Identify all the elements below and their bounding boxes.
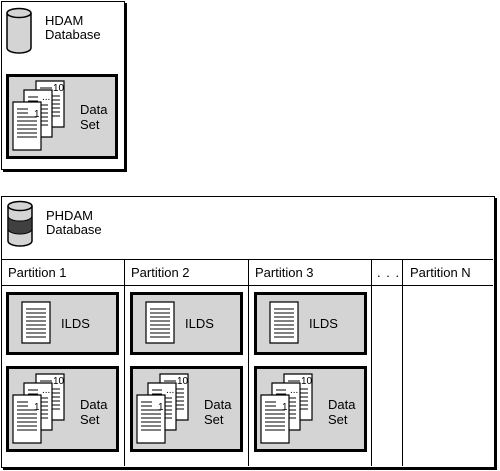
page-number-10: 10 [53, 83, 65, 94]
hdam-dataset-label: Data Set [80, 102, 107, 132]
phdam-db-label-line2: Database [46, 222, 102, 237]
partition-2-ilds-label: ILDS [185, 316, 214, 331]
page-number-ellipsis: ... [42, 385, 50, 396]
page-number-10: 10 [177, 376, 189, 387]
partition-header-bottom-line [2, 285, 493, 286]
dataset-pages-icon: 10...1 [260, 373, 313, 444]
partition-header-top-line [2, 259, 493, 260]
phdam-db-label-line1: PHDAM [46, 208, 93, 223]
dataset-label-line1: Data [328, 397, 356, 412]
partition-1-ilds-label: ILDS [61, 316, 90, 331]
dataset-label-line2: Set [80, 412, 100, 427]
page-number-1: 1 [282, 402, 288, 413]
dataset-label-line1: Data [80, 397, 108, 412]
phdam-db-label: PHDAM Database [46, 209, 102, 237]
page-number-1: 1 [34, 109, 40, 120]
dataset-label-line2: Set [204, 412, 224, 427]
hdam-dataset-label-line2: Set [80, 117, 100, 132]
dataset-pages-icon: 10...1 [12, 373, 65, 444]
page-number-1: 1 [34, 402, 40, 413]
ilds-document-icon [269, 301, 299, 344]
page-number-ellipsis: ... [42, 92, 50, 103]
partition-n-header: Partition N [410, 265, 471, 280]
dataset-pages-icon: 10 ... 1 [12, 80, 65, 151]
partition-divider-4 [402, 259, 403, 466]
partition-divider-3 [371, 259, 372, 466]
partition-ellipsis: . . . [377, 265, 401, 280]
hdam-db-label-line1: HDAM [45, 13, 84, 28]
dataset-pages-icon: 10...1 [136, 373, 189, 444]
database-cylinder-icon [6, 7, 32, 54]
hdam-db-label-line2: Database [45, 27, 101, 42]
partitioned-database-cylinder-icon [7, 200, 33, 247]
partition-1-header: Partition 1 [8, 265, 67, 280]
ilds-document-icon [21, 301, 51, 344]
page-number-ellipsis: ... [290, 385, 298, 396]
page-number-10: 10 [301, 376, 313, 387]
page-number-ellipsis: ... [166, 385, 174, 396]
hdam-db-label: HDAM Database [45, 14, 101, 42]
partition-3-ilds-label: ILDS [309, 316, 338, 331]
dataset-label-line1: Data [204, 397, 232, 412]
hdam-dataset-label-line1: Data [80, 102, 108, 117]
page-number-10: 10 [53, 376, 65, 387]
dataset-label-line2: Set [328, 412, 348, 427]
partition-divider-2 [248, 259, 249, 466]
partition-3-header: Partition 3 [255, 265, 314, 280]
page-number-1: 1 [158, 402, 164, 413]
partition-2-header: Partition 2 [131, 265, 190, 280]
partition-divider-1 [124, 259, 125, 466]
ilds-document-icon [145, 301, 175, 344]
